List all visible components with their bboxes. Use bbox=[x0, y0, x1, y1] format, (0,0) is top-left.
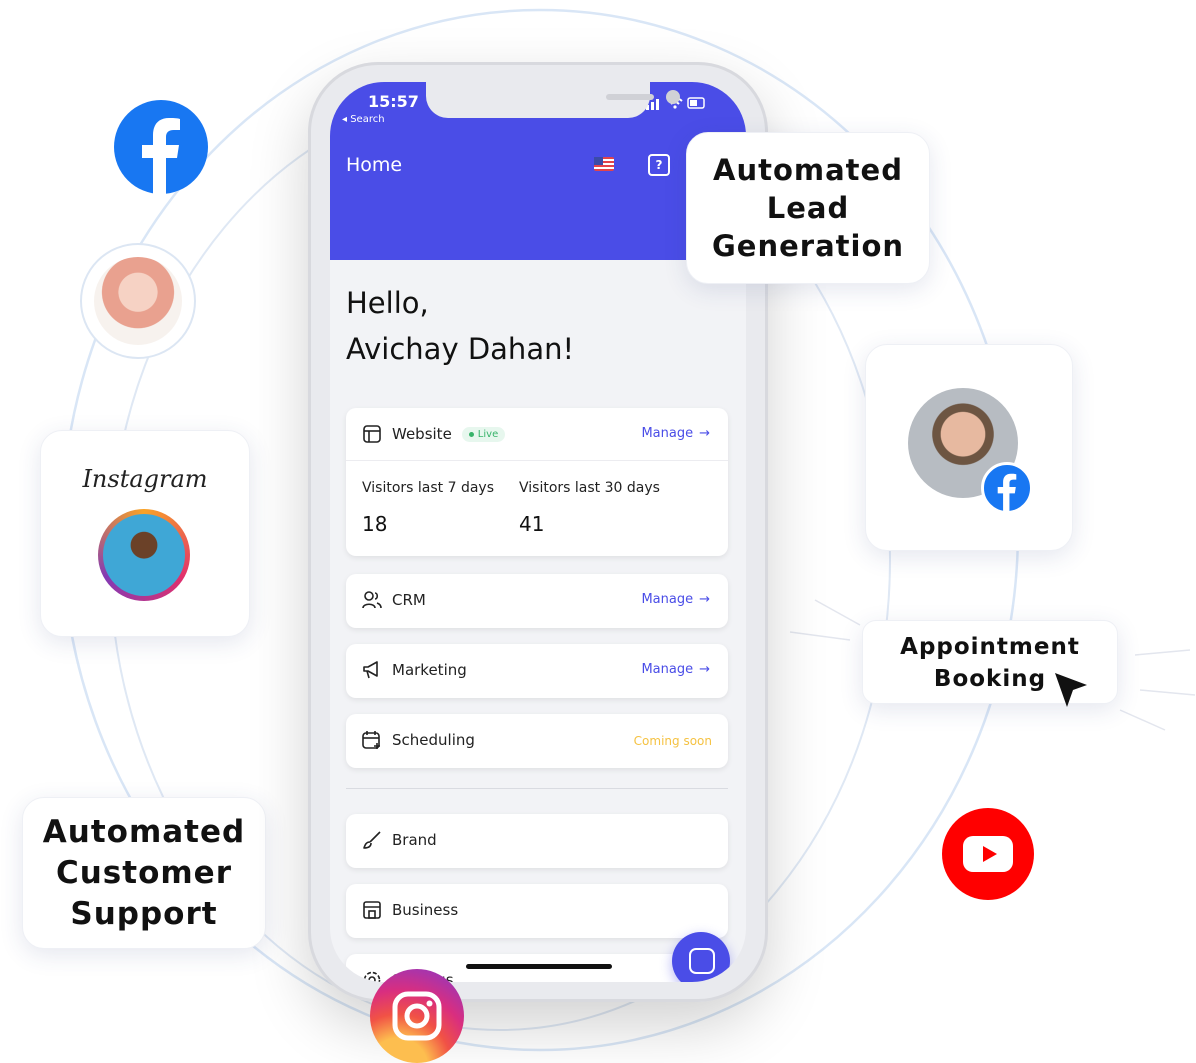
marketing-label: Marketing bbox=[392, 661, 467, 679]
customer-support-label: Automated Customer Support bbox=[42, 814, 246, 932]
avatar bbox=[94, 257, 182, 345]
marketing-row: Marketing bbox=[362, 660, 467, 680]
coming-soon-label: Coming soon bbox=[633, 734, 712, 748]
layout-icon bbox=[362, 424, 382, 444]
status-time: 15:57 bbox=[368, 92, 419, 111]
speaker bbox=[606, 94, 654, 100]
facebook-icon bbox=[981, 462, 1033, 514]
avatar-woman-ring bbox=[80, 243, 196, 359]
live-badge: Live bbox=[461, 426, 506, 442]
crm-row: CRM bbox=[362, 590, 426, 610]
home-indicator[interactable] bbox=[466, 964, 612, 969]
business-label: Business bbox=[392, 901, 459, 919]
customer-support-card: Automated Customer Support bbox=[22, 797, 266, 949]
greeting-line1: Hello, bbox=[346, 286, 429, 320]
instagram-card: Instagram bbox=[40, 430, 250, 637]
store-icon bbox=[362, 900, 382, 920]
manage-label: Manage bbox=[641, 592, 694, 607]
brand-row: Brand bbox=[362, 830, 437, 850]
scheduling-label: Scheduling bbox=[392, 731, 475, 749]
visitors-7-label: Visitors last 7 days bbox=[362, 480, 495, 496]
avatar-instagram-ring bbox=[98, 509, 190, 601]
phone-mockup: 15:57 ◂ Search Home ? Hello, A bbox=[308, 62, 768, 1002]
greeting-line2: Avichay Dahan! bbox=[346, 332, 575, 366]
lead-generation-card: Automated Lead Generation bbox=[686, 132, 930, 284]
cursor-icon bbox=[1055, 673, 1087, 707]
calendar-plus-icon bbox=[362, 730, 382, 750]
scheduling-tile[interactable]: Scheduling Coming soon bbox=[346, 714, 728, 768]
arrow-right-icon: → bbox=[699, 426, 710, 441]
website-label: Website bbox=[392, 425, 452, 443]
flag-icon[interactable] bbox=[594, 157, 614, 171]
header-title: Home bbox=[346, 154, 403, 176]
crm-manage-link[interactable]: Manage → bbox=[641, 592, 710, 607]
instagram-icon bbox=[370, 969, 464, 1063]
facebook-profile-card bbox=[865, 344, 1073, 551]
lead-generation-label: Automated Lead Generation bbox=[711, 153, 905, 263]
visitors-7-value: 18 bbox=[362, 512, 388, 536]
back-to-search-link[interactable]: ◂ Search bbox=[342, 114, 385, 125]
business-tile[interactable]: Business bbox=[346, 884, 728, 938]
scheduling-row: Scheduling bbox=[362, 730, 475, 750]
users-icon bbox=[362, 590, 382, 610]
youtube-icon bbox=[942, 808, 1034, 900]
help-icon[interactable]: ? bbox=[648, 154, 670, 176]
live-badge-text: Live bbox=[477, 428, 499, 440]
greeting: Hello, Avichay Dahan! bbox=[346, 280, 574, 372]
instagram-wordmark: Instagram bbox=[82, 465, 208, 493]
marketing-tile[interactable]: Marketing Manage → bbox=[346, 644, 728, 698]
website-row[interactable]: Website Live bbox=[362, 424, 506, 444]
phone-notch bbox=[426, 82, 680, 118]
gear-icon bbox=[362, 970, 382, 982]
facebook-icon bbox=[114, 100, 208, 194]
manage-label: Manage bbox=[641, 662, 694, 677]
camera bbox=[666, 90, 680, 104]
visitors-30-value: 41 bbox=[519, 512, 545, 536]
section-divider bbox=[346, 788, 728, 789]
chat-icon[interactable] bbox=[672, 932, 730, 982]
arrow-right-icon: → bbox=[699, 662, 710, 677]
website-manage-link[interactable]: Manage → bbox=[641, 426, 710, 441]
brand-label: Brand bbox=[392, 831, 437, 849]
arrow-right-icon: → bbox=[699, 592, 710, 607]
megaphone-icon bbox=[362, 660, 382, 680]
marketing-manage-link[interactable]: Manage → bbox=[641, 662, 710, 677]
appointment-booking-card: Appointment Booking bbox=[862, 620, 1118, 707]
divider bbox=[346, 460, 728, 461]
crm-label: CRM bbox=[392, 591, 426, 609]
manage-label: Manage bbox=[641, 426, 694, 441]
avatar bbox=[103, 514, 185, 596]
visitors-30-label: Visitors last 30 days bbox=[519, 480, 660, 496]
phone-screen: 15:57 ◂ Search Home ? Hello, A bbox=[330, 82, 746, 982]
appointment-booking-label: Appointment Booking bbox=[900, 634, 1080, 692]
website-tile: Website Live Manage → Visitors last 7 da… bbox=[346, 408, 728, 556]
brush-icon bbox=[362, 830, 382, 850]
brand-tile[interactable]: Brand bbox=[346, 814, 728, 868]
crm-tile[interactable]: CRM Manage → bbox=[346, 574, 728, 628]
business-row: Business bbox=[362, 900, 458, 920]
